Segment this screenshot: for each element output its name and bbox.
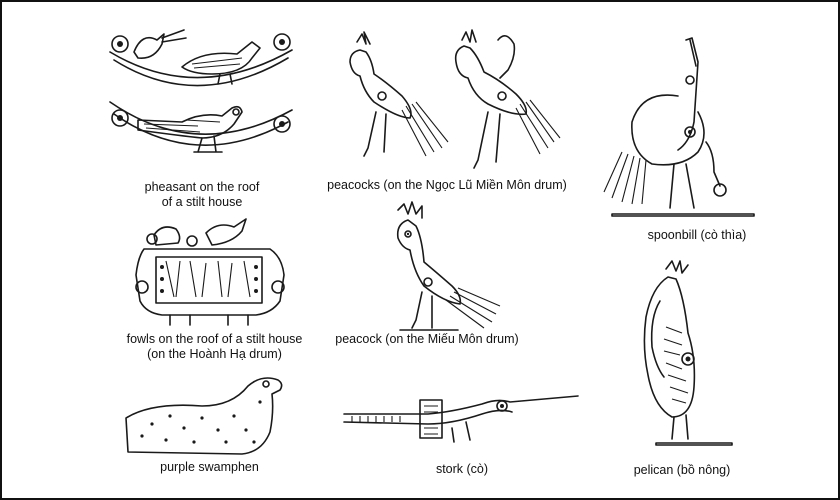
pelican-engraving-icon xyxy=(643,260,733,446)
figure-peacocks: peacocks (on the Ngọc Lũ Miền Môn drum) xyxy=(302,22,592,197)
figure-pelican: pelican (bồ nông) xyxy=(582,257,782,482)
stork-engraving-icon xyxy=(343,395,579,443)
peacocks-engraving-icon xyxy=(349,29,561,169)
pheasant-engraving-icon xyxy=(109,29,293,153)
caption-peacocks: peacocks (on the Ngọc Lũ Miền Môn drum) xyxy=(327,178,567,192)
figure-fowls: fowls on the roof of a stilt house (on t… xyxy=(122,217,307,367)
swamphen-engraving-icon xyxy=(125,377,283,455)
fowls-engraving-icon xyxy=(135,218,285,326)
figure-peacock: peacock (on the Miếu Môn drum) xyxy=(332,201,522,377)
peacock-engraving-icon xyxy=(396,201,501,331)
caption-fowls-line1: fowls on the roof of a stilt house xyxy=(126,332,303,346)
figure-pheasant: pheasant on the roof of a stilt house xyxy=(102,12,302,212)
caption-pelican: pelican (bồ nông) xyxy=(633,463,731,477)
caption-peacock: peacock (on the Miếu Môn drum) xyxy=(335,332,519,346)
caption-spoonbill: spoonbill (cò thìa) xyxy=(647,228,747,242)
figure-stork: stork (cò) xyxy=(342,392,582,482)
figure-spoonbill: spoonbill (cò thìa) xyxy=(602,32,792,247)
figure-swamphen: purple swamphen xyxy=(122,372,297,482)
caption-fowls-line2: (on the Hoành Hạ drum) xyxy=(147,347,282,361)
caption-pheasant-line1: pheasant on the roof xyxy=(144,180,260,194)
spoonbill-engraving-icon xyxy=(603,37,755,217)
caption-stork: stork (cò) xyxy=(435,462,489,476)
caption-pheasant-line2: of a stilt house xyxy=(161,195,243,209)
caption-swamphen: purple swamphen xyxy=(160,460,259,474)
